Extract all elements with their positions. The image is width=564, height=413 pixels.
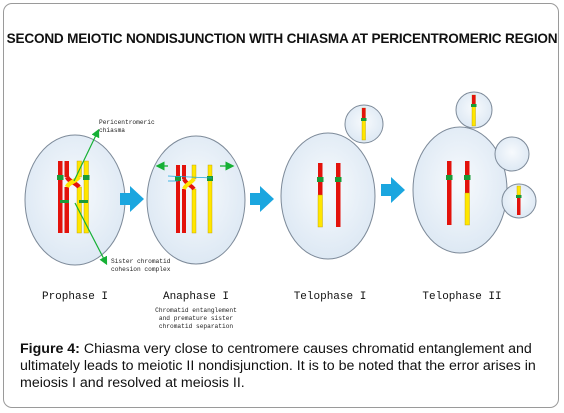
caption-lead: Figure 4: (20, 341, 80, 357)
stage-label-telophase2: Telophase II (422, 291, 501, 303)
figure-caption: Figure 4: Chiasma very close to centrome… (20, 341, 550, 392)
sister-cohesion-label-2: cohesion complex (111, 266, 171, 273)
prophase-cell (24, 134, 126, 266)
stage-label-anaphase: Anaphase I (163, 291, 229, 303)
telophase2-polar-body-middle (494, 136, 530, 172)
stage-label-telophase1: Telophase I (294, 291, 367, 303)
pericentromeric-label-1: Pericentromeric (99, 119, 155, 126)
diagram-title: SECOND MEIOTIC NONDISJUNCTION WITH CHIAS… (6, 31, 558, 46)
anaphase-note-line-3: chromatid separation (159, 323, 234, 330)
anaphase-note-line-1: Chromatid entanglement (155, 307, 237, 314)
anaphase-note-line-2: and premature sister (159, 315, 234, 322)
pericentromeric-label-2: chiasma (99, 127, 125, 134)
anaphase-chromosomes (167, 164, 213, 234)
sister-cohesion-label-1: Sister chromatid (111, 258, 171, 265)
telophase1-chromosomes (317, 107, 367, 228)
prophase-annotation-arrows (73, 128, 108, 266)
stage-label-prophase: Prophase I (42, 291, 108, 303)
progression-arrow-2 (250, 186, 274, 212)
telophase2-cell (412, 126, 508, 254)
telophase1-cell (280, 132, 376, 260)
progression-arrow-3 (381, 177, 405, 203)
telophase2-chromosomes (446, 94, 522, 226)
caption-text: Chiasma very close to centromere causes … (20, 341, 536, 391)
progression-arrow-1 (120, 186, 144, 212)
